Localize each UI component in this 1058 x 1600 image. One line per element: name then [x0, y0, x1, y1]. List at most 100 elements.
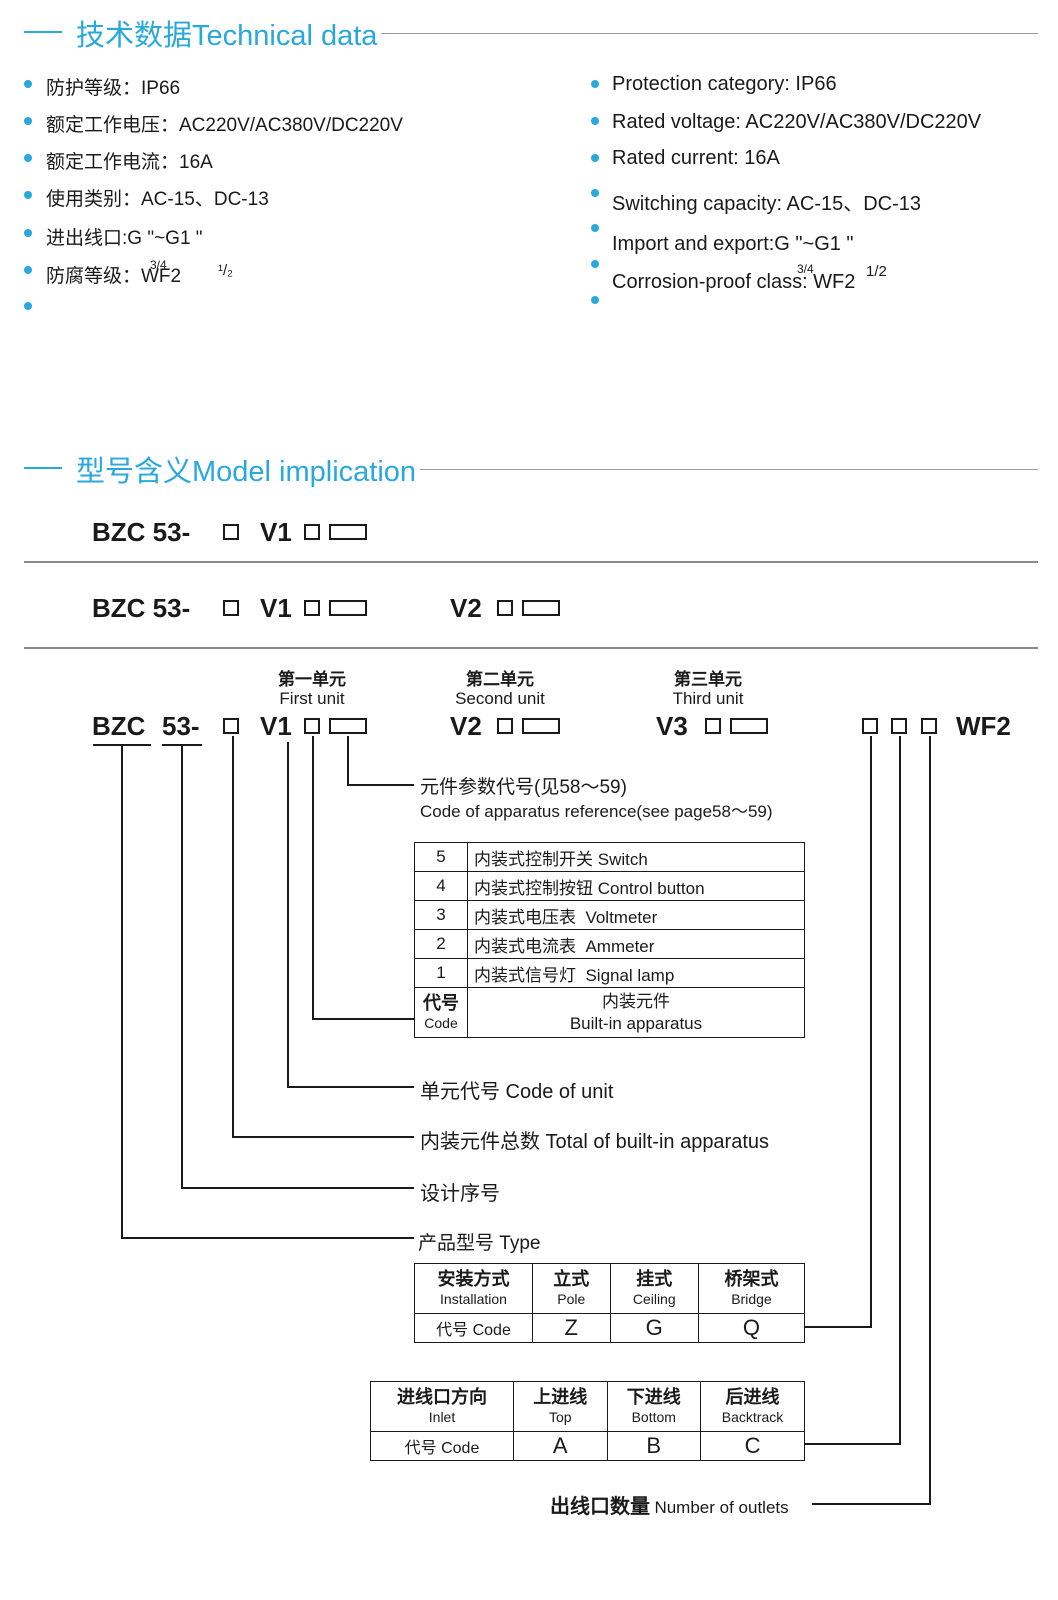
param-code-cn: 元件参数代号(见58～59) [420, 777, 627, 798]
placeholder-rect [329, 524, 367, 540]
code-cell: A [513, 1431, 608, 1461]
bullet-dot [24, 229, 32, 237]
model-v2: V2 [450, 711, 482, 741]
table-row: 2 内装式电流表 Ammeter [414, 929, 805, 959]
leader-line [899, 736, 901, 1444]
list-item: 防护等级：IP66 [46, 78, 181, 99]
model-prefix: BZC 53- [92, 517, 191, 547]
name-cn: 内装式电流表 [474, 936, 576, 956]
list-item: Import and export:G "~G1 " [612, 233, 854, 255]
leader-line [929, 736, 931, 1504]
list-item: Protection category: IP66 [612, 73, 837, 95]
header-cn: 桥架式 [724, 1268, 779, 1289]
product-type-label: 产品型号 Type [418, 1233, 541, 1254]
header-code-en: Code [424, 1014, 458, 1031]
header-en: Top [548, 1408, 572, 1425]
list-item: Switching capacity: AC-15、DC-13 [612, 193, 922, 215]
header-cn: 上进线 [533, 1386, 588, 1407]
code-cell: 2 [414, 929, 468, 959]
code-cell: 5 [414, 842, 468, 872]
placeholder-rect [329, 718, 367, 734]
bullet-dot [24, 302, 32, 310]
table-row: 1 内装式信号灯 Signal lamp [414, 958, 805, 988]
model-bzc: BZC [92, 711, 146, 741]
table-header-row: 代号 Code 内装元件 Built-in apparatus [414, 987, 805, 1038]
leader-line [287, 1086, 414, 1088]
header-en: Bridge [731, 1290, 772, 1307]
list-item: 使用类别：AC-15、DC-13 [46, 189, 269, 210]
name-cell: 内装式电压表 Voltmeter [467, 900, 805, 930]
header-cell: 后进线 Backtrack [700, 1381, 805, 1432]
code-cell: 4 [414, 871, 468, 901]
code-cell: Z [532, 1313, 611, 1343]
divider [24, 561, 1038, 563]
placeholder-box [223, 524, 239, 540]
leader-line [287, 742, 289, 1087]
param-code-en: Code of apparatus reference(see page58～5… [420, 802, 773, 821]
apparatus-table: 5 内装式控制开关 Switch 4 内装式控制按钮 Control butto… [414, 842, 805, 1038]
name-cn: 内装式电压表 [474, 907, 576, 927]
table-header-row: 安装方式 Installation 立式 Pole 挂式 Ceiling 桥架式… [414, 1263, 806, 1314]
placeholder-box [862, 718, 878, 734]
bullet-dot [591, 296, 599, 304]
heading-dash [24, 31, 62, 33]
first-unit-cn: 第一单元 [278, 670, 346, 689]
outlets-en: Number of outlets [654, 1498, 789, 1517]
header-en: Ceiling [632, 1290, 676, 1307]
header-cn: 进线口方向 [397, 1386, 487, 1407]
leader-line [347, 784, 414, 786]
list-item: Corrosion-proof class: WF2 [612, 271, 856, 293]
installation-table: 安装方式 Installation 立式 Pole 挂式 Ceiling 桥架式… [414, 1263, 806, 1343]
outlets-cn: 出线口数量 [550, 1496, 650, 1518]
header-cell: 进线口方向 Inlet [370, 1381, 514, 1432]
table-row: 代号 Code Z G Q [414, 1313, 806, 1343]
unit-code-label: 单元代号 Code of unit [420, 1081, 614, 1103]
header-cell: 挂式 Ceiling [609, 1263, 699, 1314]
table-row: 5 内装式控制开关 Switch [414, 842, 805, 872]
placeholder-rect [730, 718, 768, 734]
bullet-dot [591, 80, 599, 88]
header-code-cn: 代号 [423, 992, 459, 1013]
code-label-cell: 代号 Code [370, 1431, 514, 1461]
header-cn: 安装方式 [437, 1268, 510, 1289]
heading-rule [76, 33, 1038, 34]
leader-line [121, 1237, 414, 1239]
header-en: Bottom [631, 1408, 676, 1425]
code-cell: Q [697, 1313, 806, 1343]
leader-line [805, 1443, 901, 1445]
name-en: Switch [597, 849, 648, 869]
list-item: 进出线口:G "~G1 " [46, 228, 203, 249]
name-cn: 内装式控制开关 [474, 849, 593, 869]
leader-line [312, 1018, 414, 1020]
bullet-dot [591, 189, 599, 197]
model-num: 53- [162, 711, 200, 741]
first-unit-en: First unit [279, 689, 345, 708]
placeholder-box [497, 718, 513, 734]
name-cell: 内装式信号灯 Signal lamp [467, 958, 805, 988]
table-header-row: 进线口方向 Inlet 上进线 Top 下进线 Bottom 后进线 Backt… [370, 1381, 805, 1432]
header-cell: 立式 Pole [532, 1263, 611, 1314]
heading-dash [24, 467, 62, 469]
placeholder-box [497, 600, 513, 616]
model-v1: V1 [260, 517, 292, 547]
name-en: Ammeter [585, 936, 655, 956]
fraction-three-quarter: 3/4 [797, 262, 814, 276]
second-unit-en: Second unit [455, 689, 545, 708]
header-cn: 挂式 [636, 1268, 673, 1289]
header-cn: 下进线 [626, 1386, 681, 1407]
list-item: 防腐等级：WF2 [46, 266, 182, 287]
header-code-cell: 代号 Code [414, 987, 468, 1038]
table-row: 4 内装式控制按钮 Control button [414, 871, 805, 901]
model-v2: V2 [450, 593, 482, 623]
fraction-half: 1/2 [866, 263, 887, 280]
leader-line [812, 1503, 931, 1505]
heading-rule [76, 469, 1038, 470]
header-cell: 上进线 Top [513, 1381, 608, 1432]
header-en: Pole [557, 1290, 586, 1307]
model-wf2: WF2 [956, 711, 1011, 741]
list-item: 额定工作电流：16A [46, 152, 213, 173]
leader-line [232, 736, 234, 1137]
name-cn: 内装式控制按钮 [474, 878, 593, 898]
leader-line [232, 1136, 414, 1138]
name-cell: 内装式电流表 Ammeter [467, 929, 805, 959]
